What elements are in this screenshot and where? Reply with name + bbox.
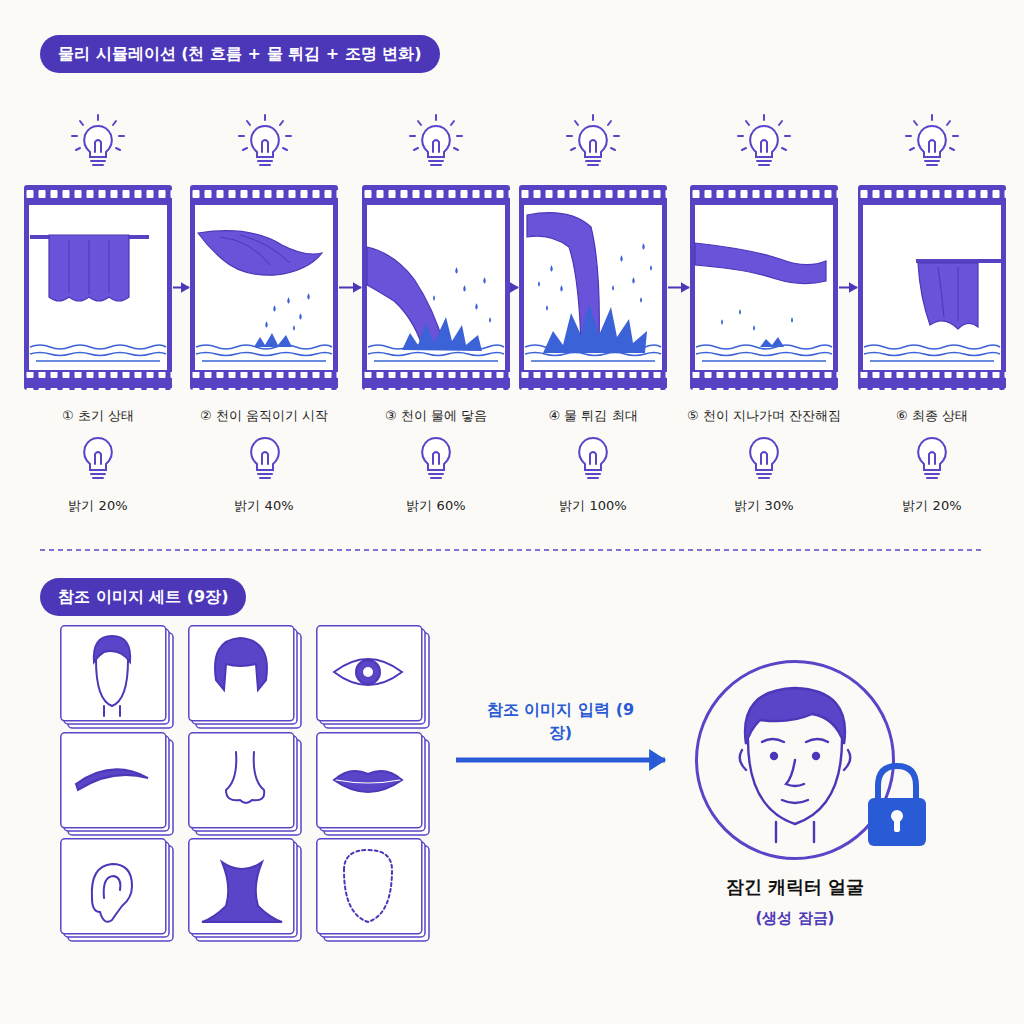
step-caption: ① 초기 상태 xyxy=(4,407,192,425)
film-frame: ① 초기 상태밝기 20% xyxy=(24,185,172,390)
section-title: 물리 시뮬레이션 (천 흐름 + 물 튀김 + 조명 변화) xyxy=(58,35,422,73)
step-arrow xyxy=(339,287,361,289)
input-arrow xyxy=(456,758,665,763)
reference-grid: 참조 이미지 세트 (9장) xyxy=(60,625,432,943)
step-caption: ④ 물 튀김 최대 xyxy=(499,407,687,425)
step-arrow xyxy=(173,287,189,289)
section-pill: 물리 시뮬레이션 (천 흐름 + 물 튀김 + 조명 변화) xyxy=(40,35,440,73)
brightness-label: 밝기 20% xyxy=(838,497,1024,515)
brightness-label: 밝기 20% xyxy=(4,497,192,515)
brightness-label: 밝기 40% xyxy=(170,497,358,515)
step-caption: ③ 천이 물에 닿음 xyxy=(342,407,530,425)
film-frame: ⑤ 천이 지나가며 잔잔해짐밝기 30% xyxy=(690,185,838,390)
brightness-label: 밝기 100% xyxy=(499,497,687,515)
step-arrow xyxy=(839,287,857,289)
section-heading: 참조 이미지 세트 (9장) xyxy=(40,578,246,616)
face-title: 잠긴 캐릭터 얼굴 xyxy=(638,875,952,899)
edge-label: 참조 이미지 입력 (9장) xyxy=(486,699,636,744)
film-frame: ⑥ 최종 상태밝기 20% xyxy=(858,185,1006,390)
film-frame: ③ 천이 물에 닿음밝기 60% xyxy=(362,185,510,390)
brightness-label: 밝기 60% xyxy=(342,497,530,515)
face-subtitle: (생성 잠금) xyxy=(638,909,952,928)
film-frame: ② 천이 움직이기 시작밝기 40% xyxy=(190,185,338,390)
step-arrow xyxy=(668,287,689,289)
locked-face-circle: 잠긴 캐릭터 얼굴(생성 잠금) xyxy=(695,660,895,860)
step-caption: ⑥ 최종 상태 xyxy=(838,407,1024,425)
step-caption: ⑤ 천이 지나가며 잔잔해짐 xyxy=(670,407,858,425)
film-frame: ④ 물 튀김 최대밝기 100% xyxy=(519,185,667,390)
step-caption: ② 천이 움직이기 시작 xyxy=(170,407,358,425)
step-arrow xyxy=(511,287,518,289)
brightness-label: 밝기 30% xyxy=(670,497,858,515)
